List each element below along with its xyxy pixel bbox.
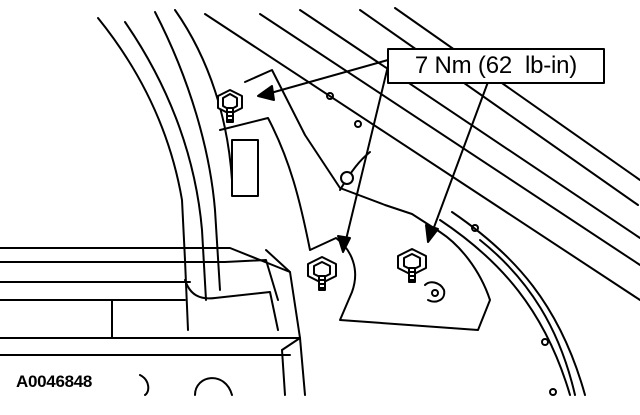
figure-id: A0046848 — [16, 372, 93, 391]
bolt-icon — [307, 256, 337, 291]
arrow-icon — [425, 81, 489, 243]
arrow-icon — [257, 59, 389, 101]
lower-sill — [0, 247, 306, 396]
torque-callout-label: 7 Nm (62 lb-in) — [414, 52, 578, 79]
bracket-plate — [219, 69, 491, 331]
callout-box — [387, 48, 605, 84]
door-edge-curves — [439, 211, 586, 396]
label-pad — [231, 139, 259, 197]
roof-rails — [204, 7, 640, 301]
pillar-outer-edges — [97, 9, 233, 331]
bolt-icon — [397, 248, 427, 283]
arrow-icon — [337, 65, 389, 253]
bolt-icon — [217, 89, 243, 123]
